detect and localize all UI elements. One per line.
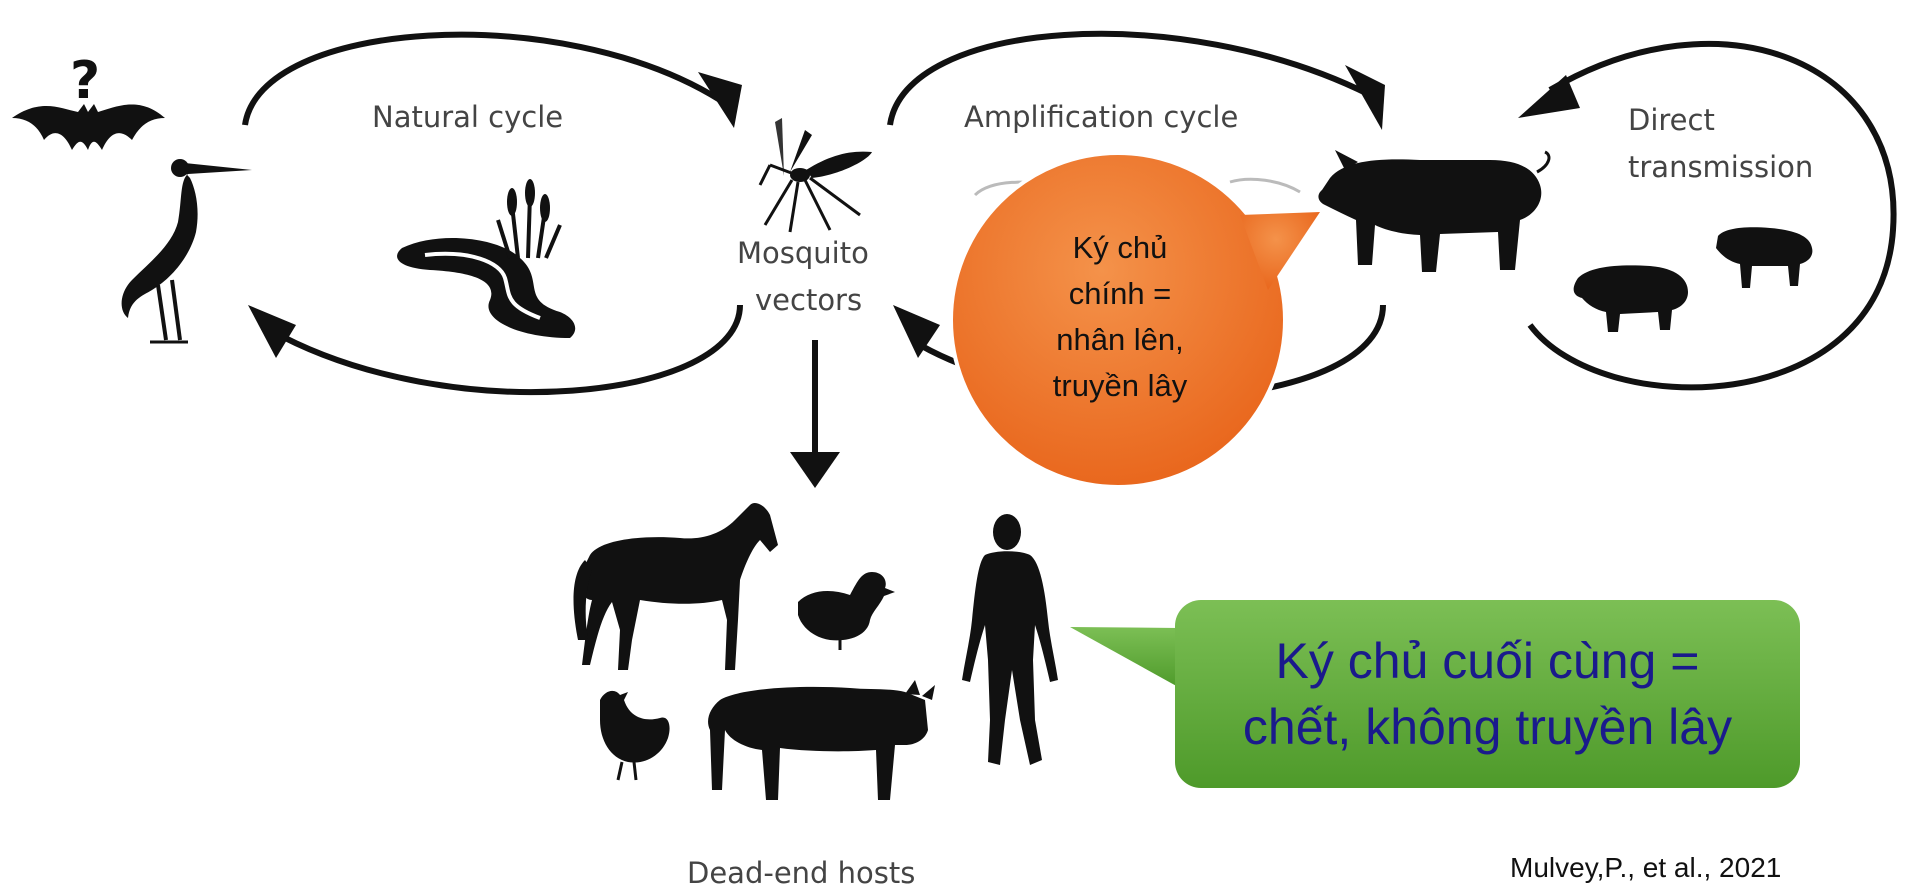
chicken-icon <box>600 691 670 780</box>
main-host-line-4: truyền lây <box>990 363 1250 409</box>
heron-icon <box>122 159 252 342</box>
direct-transmission-loop <box>1530 44 1894 387</box>
natural-cycle-top-arrowhead <box>698 72 742 128</box>
pig-icon <box>1318 150 1549 272</box>
main-host-line-3: nhân lên, <box>990 317 1250 363</box>
dead-end-line-1: Ký chủ cuối cùng = <box>1175 628 1800 694</box>
unknown-host-mark: ? <box>70 51 100 111</box>
wetland-icon <box>397 179 575 338</box>
duck-icon <box>798 572 895 650</box>
citation: Mulvey,P., et al., 2021 <box>1510 852 1781 884</box>
cow-icon <box>708 680 935 800</box>
amplification-cycle-label: Amplification cycle <box>964 100 1238 134</box>
dead-end-hosts-label: Dead-end hosts <box>687 856 915 890</box>
main-host-line-1: Ký chủ <box>990 225 1250 271</box>
dead-end-line-2: chết, không truyền lây <box>1175 694 1800 760</box>
mosquito-label: Mosquito <box>737 236 869 270</box>
piglet-icon <box>1716 227 1812 288</box>
piglet-icon <box>1574 265 1688 332</box>
main-host-line-2: chính = <box>990 271 1250 317</box>
down-arrowhead <box>790 452 840 488</box>
amplification-top-arrowhead <box>1345 65 1385 130</box>
natural-cycle-label: Natural cycle <box>372 100 563 134</box>
mosquito-icon <box>760 118 872 232</box>
human-icon <box>962 514 1058 765</box>
horse-icon <box>574 503 778 670</box>
natural-cycle-bottom-arrowhead <box>248 305 296 358</box>
transmission-label: transmission <box>1628 150 1813 184</box>
dead-end-callout-text: Ký chủ cuối cùng = chết, không truyền lâ… <box>1175 628 1800 760</box>
main-host-callout-text: Ký chủ chính = nhân lên, truyền lây <box>990 225 1250 409</box>
direct-label: Direct <box>1628 103 1715 137</box>
vectors-label: vectors <box>755 283 862 317</box>
